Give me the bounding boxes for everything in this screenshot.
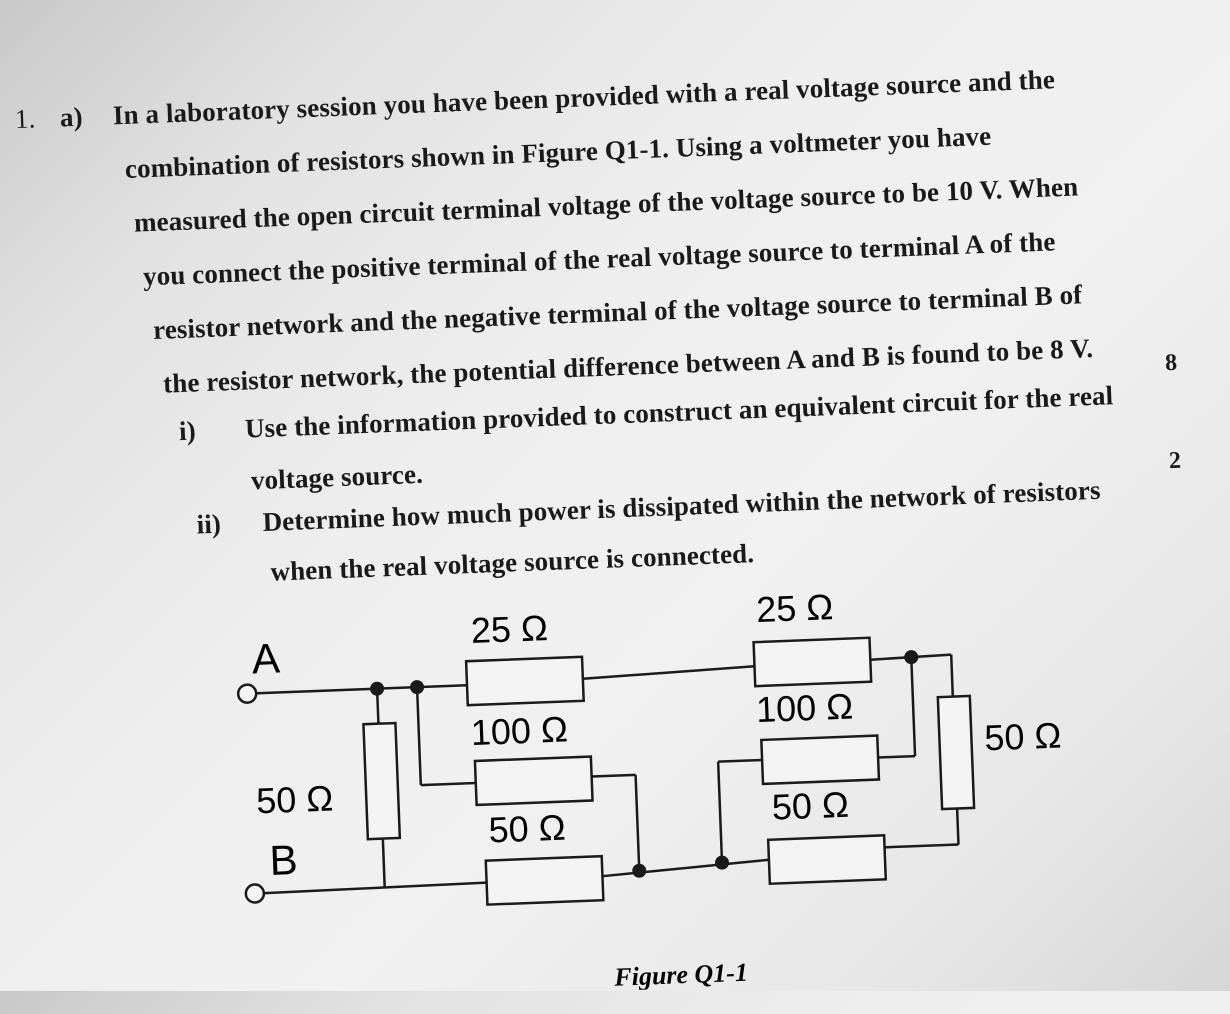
label-bottom-right: 50 Ω — [771, 784, 849, 828]
label-top-left: 25 Ω — [470, 607, 548, 651]
figure-caption: Figure Q1-1 — [613, 958, 749, 992]
terminal-a-circle — [236, 683, 258, 704]
wire-top-left — [252, 683, 468, 695]
label-bottom-left: 50 Ω — [488, 807, 566, 851]
wire-mid-right-in — [718, 758, 763, 763]
label-left-shunt: 50 Ω — [256, 777, 334, 821]
label-mid-left: 100 Ω — [470, 708, 568, 753]
junction-dot — [715, 855, 730, 870]
resistor-bottom-right — [766, 834, 888, 886]
wire-bottom-right-end — [881, 843, 959, 849]
wire-right-node-vertical — [910, 657, 917, 757]
wire-to-mid-left — [420, 781, 476, 787]
label-right-shunt: 50 Ω — [984, 714, 1062, 758]
label-top-right: 25 Ω — [756, 586, 834, 630]
wire-mid-left-out — [591, 773, 636, 778]
wire-left-shunt-bottom — [381, 838, 386, 887]
resistor-mid-right — [760, 734, 881, 786]
junction-dot — [632, 863, 647, 878]
wire-right-shunt-top — [949, 654, 955, 697]
resistor-left-shunt — [362, 721, 402, 841]
label-mid-right: 100 Ω — [755, 685, 853, 730]
resistor-top-right — [752, 636, 873, 688]
resistor-bottom-left — [484, 854, 605, 906]
terminal-a-label: A — [251, 634, 281, 682]
wire-node-vertical — [415, 687, 423, 786]
wire-to-mid-right — [878, 754, 916, 759]
wire-mid-left-down — [634, 774, 641, 869]
junction-dot — [370, 681, 385, 696]
wire-bottom-left — [259, 881, 487, 895]
junction-dot — [904, 650, 919, 665]
wire-top-middle — [582, 664, 755, 681]
resistor-top-left — [464, 655, 585, 707]
resistor-mid-left — [473, 755, 594, 807]
wire-mid-right-down — [716, 761, 724, 862]
junction-dot — [410, 680, 425, 695]
terminal-b-circle — [244, 883, 266, 904]
wire-right-shunt-bottom — [955, 808, 960, 845]
wire-bottom-middle — [602, 858, 770, 878]
terminal-b-label: B — [269, 836, 299, 884]
resistor-right-shunt — [936, 694, 976, 811]
